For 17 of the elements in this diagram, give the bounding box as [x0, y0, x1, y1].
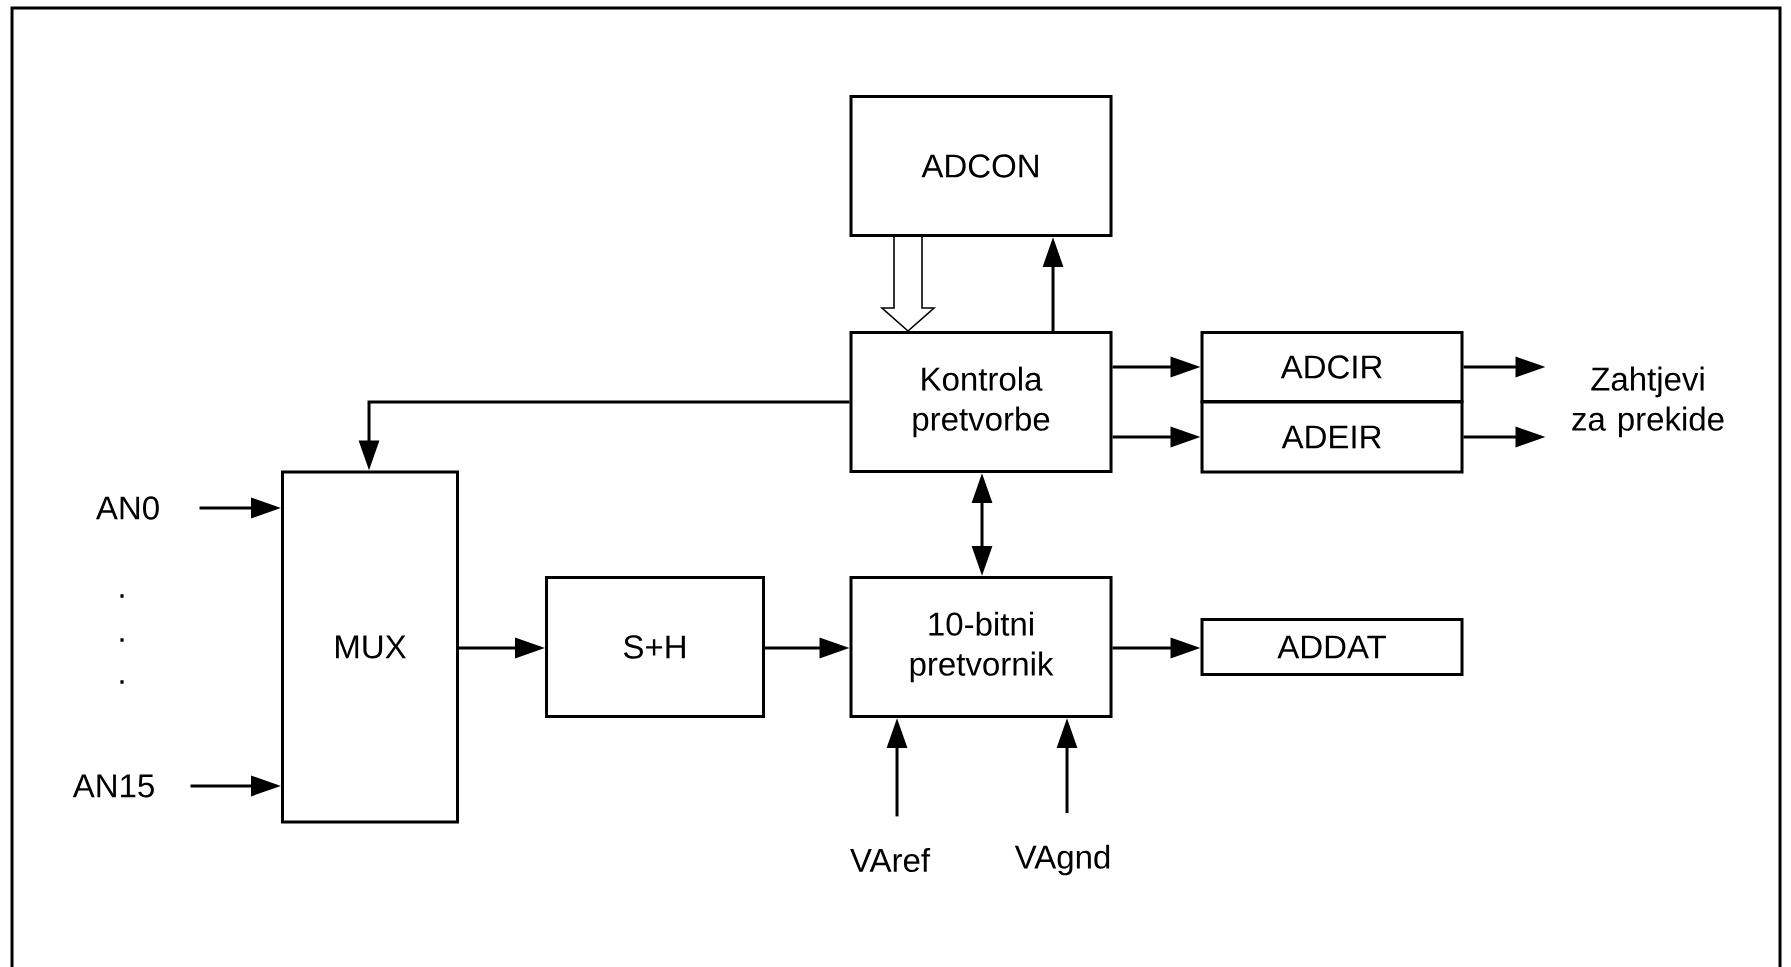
- signal-label: Zahtjevi za prekide: [1572, 366, 1724, 438]
- block-box: MUX: [281, 470, 459, 824]
- ellipsis-dot: .: [120, 638, 124, 642]
- block-box: S+H: [545, 576, 765, 718]
- block-box: ADCIR: [1200, 331, 1464, 403]
- block-box: ADEIR: [1200, 400, 1464, 474]
- ellipsis-dot: .: [120, 594, 124, 598]
- signal-label: AN0: [96, 496, 159, 520]
- block-box: ADCON: [849, 95, 1113, 237]
- bus-arrow: [879, 236, 937, 333]
- signal-label: VAref: [850, 847, 931, 873]
- block-box: ADDAT: [1200, 618, 1464, 676]
- signal-label: AN15: [72, 774, 154, 798]
- signal-label: VAgnd: [1014, 844, 1110, 876]
- block-box: 10-bitni pretvornik: [849, 576, 1113, 718]
- block-box: Kontrola pretvorbe: [849, 331, 1113, 473]
- ellipsis-dot: .: [120, 680, 124, 684]
